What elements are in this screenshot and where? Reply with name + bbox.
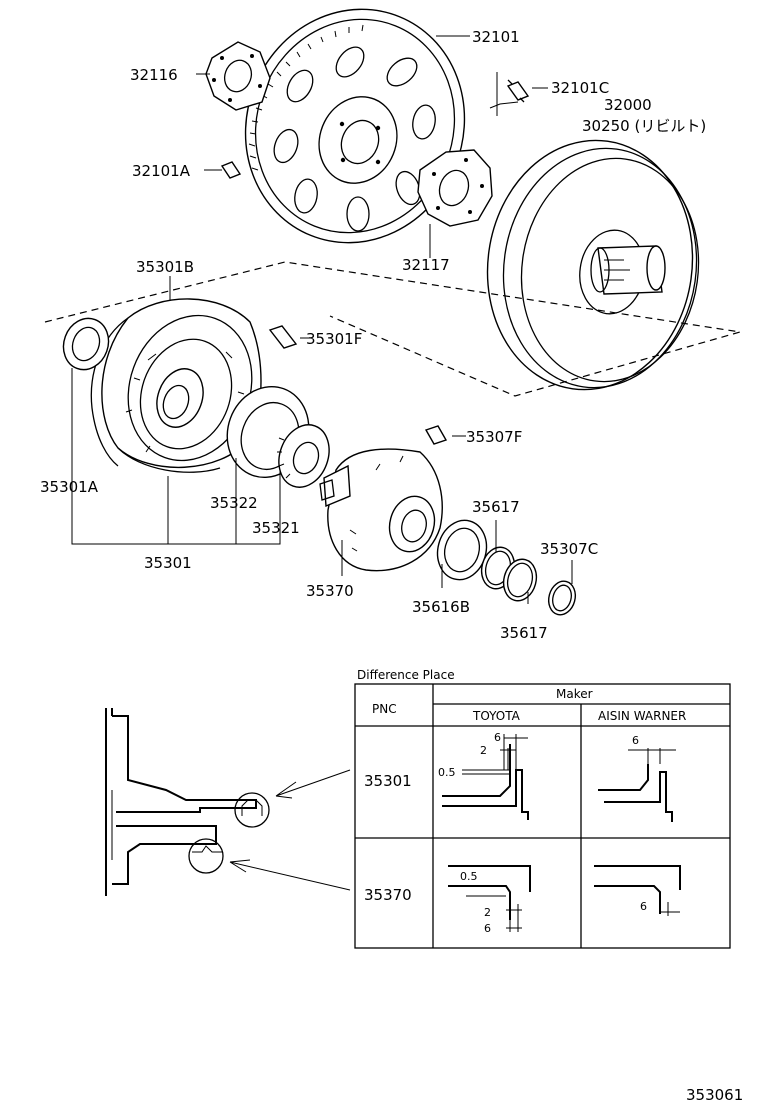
- label-32101c: 32101C: [551, 79, 609, 97]
- dim-2-toyota-r2: 2: [484, 906, 491, 919]
- label-35301f: 35301F: [306, 330, 362, 348]
- dim-05-toyota-r2: 0.5: [460, 870, 478, 883]
- pnc-header: PNC: [372, 702, 397, 716]
- spacer-plate-32116: [205, 41, 271, 111]
- drive-gear-35321: [277, 424, 330, 488]
- dim-05-toyota-r1: 0.5: [438, 766, 456, 779]
- pnc-35370: 35370: [364, 886, 412, 904]
- aisin-35370-sketch: 6: [594, 865, 681, 916]
- figure-code: 353061: [686, 1086, 743, 1104]
- bolt-32101a: [220, 161, 242, 179]
- spacer-plate-32117: [417, 149, 493, 227]
- assembly-outline: [44, 261, 741, 397]
- label-35617-top: 35617: [472, 498, 520, 516]
- part-labels: 32101 32116 32101C 32000 30250 (リビルト) 32…: [40, 28, 706, 642]
- oil-seal-35301a: [62, 317, 110, 371]
- toyota-header: TOYOTA: [472, 709, 521, 723]
- cross-section-detail: [105, 708, 351, 896]
- toyota-35301-sketch: 6 2 0.5: [438, 731, 529, 820]
- stator-shaft-35370: [319, 448, 443, 572]
- drive-plate-32101: [244, 8, 466, 244]
- label-35301: 35301: [144, 554, 192, 572]
- table-title: Difference Place: [357, 668, 455, 682]
- label-35370: 35370: [306, 582, 354, 600]
- label-32117: 32117: [402, 256, 450, 274]
- aisin-35301-sketch: 6: [598, 734, 676, 822]
- dim-6-aisin-r2: 6: [640, 900, 647, 913]
- label-32101a: 32101A: [132, 162, 191, 180]
- aisin-warner-header: AISIN WARNER: [598, 709, 686, 723]
- torque-converter-32000: [486, 139, 700, 391]
- label-35307f: 35307F: [466, 428, 522, 446]
- seal-ring-35616b: [436, 519, 488, 581]
- bolt-32101c: [506, 79, 530, 103]
- dim-6-toyota-r1: 6: [494, 731, 501, 744]
- o-ring-35307c: [547, 580, 577, 616]
- label-35617-bottom: 35617: [500, 624, 548, 642]
- dim-2-toyota-r1: 2: [480, 744, 487, 757]
- label-35322: 35322: [210, 494, 258, 512]
- label-32116: 32116: [130, 66, 178, 84]
- label-35301b: 35301B: [136, 258, 194, 276]
- toyota-35370-sketch: 0.5 2 6: [448, 865, 531, 935]
- bolt-35307f: [424, 425, 448, 445]
- label-32101: 32101: [472, 28, 520, 46]
- label-30250: 30250 (リビルト): [582, 117, 706, 135]
- label-35307c: 35307C: [540, 540, 598, 558]
- leader-lines: [71, 35, 573, 604]
- label-35321: 35321: [252, 519, 300, 537]
- label-32000: 32000: [604, 96, 652, 114]
- maker-header: Maker: [556, 687, 593, 701]
- difference-table: Difference Place PNC Maker TOYOTA AISIN …: [354, 668, 731, 949]
- dim-6-aisin-r1: 6: [632, 734, 639, 747]
- dim-6-toyota-r2: 6: [484, 922, 491, 935]
- label-35616b: 35616B: [412, 598, 470, 616]
- seal-rings-35617: [480, 546, 538, 602]
- label-35301a: 35301A: [40, 478, 99, 496]
- bolt-35301f: [268, 325, 298, 349]
- pnc-35301: 35301: [364, 772, 412, 790]
